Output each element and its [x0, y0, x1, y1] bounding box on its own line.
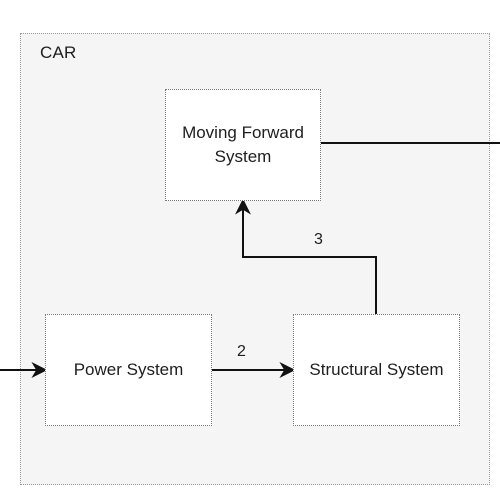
power-system-label: Power System — [73, 360, 184, 380]
structural-system-label: Structural System — [309, 360, 444, 380]
moving-forward-system-node: Moving Forward System — [165, 89, 321, 201]
power-system-node: Power System — [45, 314, 212, 426]
moving-forward-system-label: Moving Forward System — [182, 123, 304, 166]
structural-system-node: Structural System — [293, 314, 460, 426]
edge-label-2: 2 — [237, 343, 246, 360]
car-container-label: CAR — [40, 43, 77, 62]
edge-label-3: 3 — [314, 231, 323, 248]
